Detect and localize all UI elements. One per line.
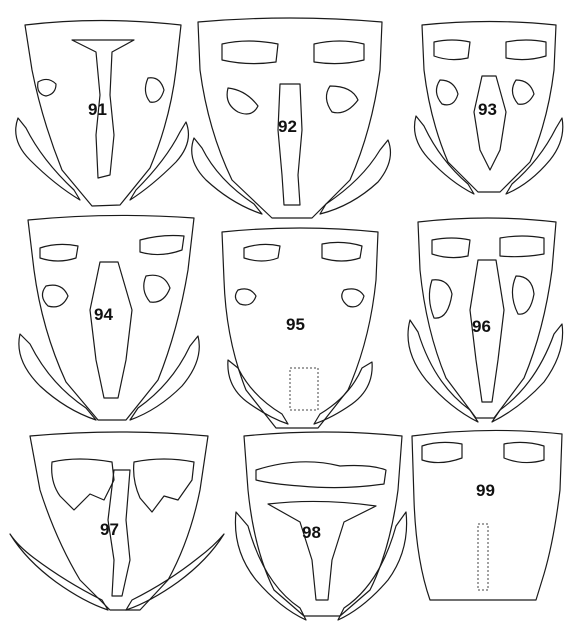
figure-98-median-ridge: [268, 501, 376, 600]
figure-93-right-bar: [506, 40, 546, 60]
figure-92: 92: [192, 18, 391, 218]
figure-92-right-appendage: [320, 140, 390, 214]
figure-92-number: 92: [278, 117, 297, 136]
figure-94-left-bar: [40, 244, 78, 261]
figure-95-left-appendage: [228, 360, 288, 424]
figure-94-right-appendage: [130, 336, 199, 420]
figure-95-right-spot: [342, 289, 364, 307]
figure-96-right-bar: [500, 236, 544, 257]
figure-93-left-appendage: [415, 116, 475, 194]
figure-93-left-spot: [436, 80, 458, 105]
figure-98-number: 98: [302, 523, 321, 542]
figure-93-number: 93: [478, 100, 497, 119]
figure-92-median-ridge: [278, 84, 302, 205]
figure-99: 99: [412, 430, 562, 600]
figure-91: 91: [16, 21, 189, 207]
figure-99-plate-outline: [412, 430, 562, 600]
figure-95-left-bar: [244, 244, 280, 261]
figure-92-left-bar: [222, 41, 278, 64]
figure-93-right-appendage: [506, 118, 563, 194]
figure-97: 97: [10, 432, 224, 610]
figure-93-median-furrow: [474, 76, 506, 170]
figure-99-left-spot: [422, 442, 462, 462]
figure-94-left-appendage: [19, 334, 96, 420]
figure-98-plate-outline: [244, 432, 402, 616]
figure-96-number: 96: [472, 317, 491, 336]
figure-91-number: 91: [88, 100, 107, 119]
figure-93-left-bar: [434, 40, 470, 60]
figure-95: 95: [222, 228, 378, 428]
figure-99-number: 99: [476, 481, 495, 500]
figure-97-right-appendage: [126, 534, 224, 610]
figure-95-number: 95: [286, 315, 305, 334]
figure-97-left-cell: [52, 459, 114, 510]
figure-93-right-spot: [512, 80, 534, 104]
figure-94-right-bar: [140, 236, 184, 255]
figure-91-right-appendage: [130, 122, 188, 200]
figure-97-right-cell: [134, 459, 194, 512]
figure-92-right-spot: [326, 86, 358, 113]
figure-95-left-spot: [235, 289, 256, 305]
figure-91-left-spot: [38, 79, 56, 96]
figure-94-right-spot: [144, 275, 170, 302]
figure-96-right-spot: [512, 276, 534, 314]
figure-95-right-bar: [322, 242, 362, 261]
figure-94-median-furrow: [90, 262, 132, 398]
figure-94-left-spot: [42, 285, 68, 307]
figure-91-right-spot: [145, 78, 164, 103]
figure-94-number: 94: [94, 305, 113, 324]
figure-97-number: 97: [100, 520, 119, 539]
figure-92-right-bar: [314, 41, 364, 64]
figure-92-left-spot: [227, 88, 258, 114]
figure-98: 98: [235, 432, 406, 620]
figure-98-left-appendage: [235, 512, 306, 620]
figure-93: 93: [415, 22, 563, 195]
figure-94: 94: [19, 215, 199, 420]
figure-97-plate-outline: [30, 432, 208, 610]
figure-98-transverse-bar: [256, 462, 386, 488]
figure-92-left-appendage: [192, 138, 262, 214]
figure-98-right-appendage: [338, 512, 407, 620]
figure-99-right-spot: [504, 442, 544, 462]
figure-95-right-appendage: [314, 362, 372, 424]
figure-95-dotted-patch: [290, 368, 318, 410]
figure-96: 96: [408, 218, 563, 422]
figure-97-left-appendage: [10, 534, 108, 610]
figure-99-dotted-streak: [478, 524, 488, 590]
figure-96-left-bar: [432, 238, 470, 258]
figure-96-left-spot: [429, 280, 452, 318]
